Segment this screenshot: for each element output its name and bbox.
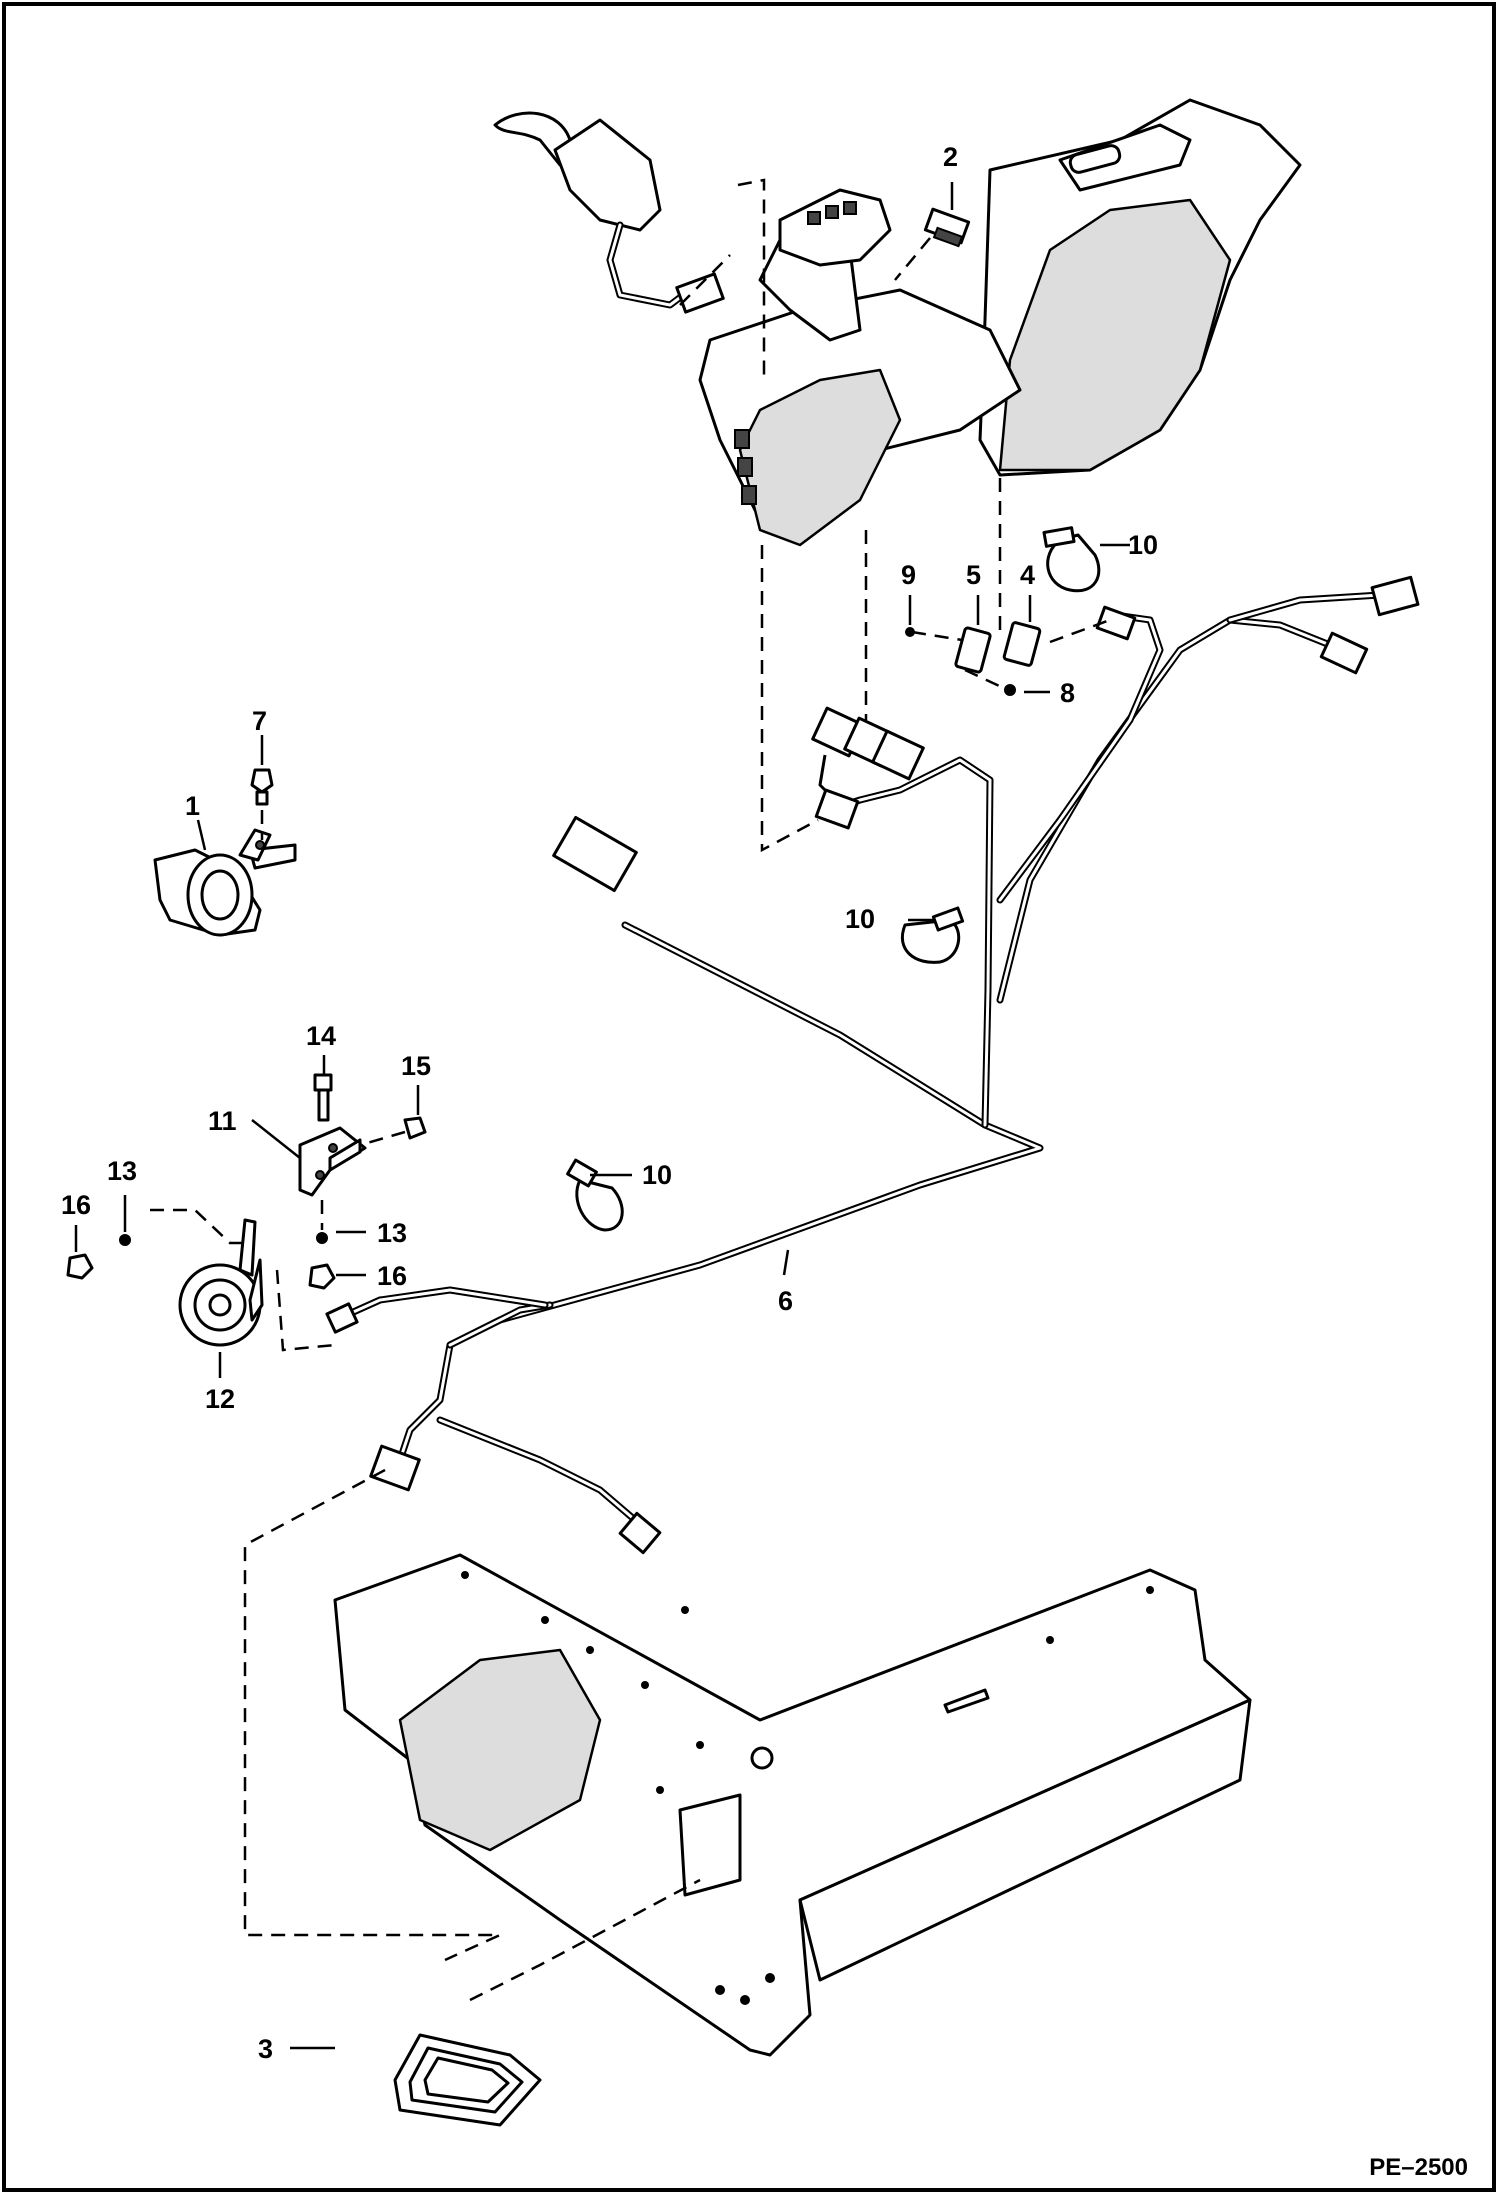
callout-14: 14	[306, 1021, 336, 1051]
horn-12	[178, 1218, 264, 1347]
screw-14	[313, 1073, 333, 1122]
switch-4	[1002, 621, 1042, 667]
control-console	[698, 98, 1302, 547]
callout-13-left: 13	[107, 1156, 137, 1186]
callout-11: 11	[208, 1106, 237, 1136]
callout-16-right: 16	[377, 1261, 407, 1291]
washer-13-right	[316, 1232, 328, 1244]
nut-9	[905, 627, 915, 637]
callout-leaders	[74, 182, 1130, 2050]
callout-1: 1	[185, 791, 200, 821]
drawing-code: PE–2500	[1369, 2154, 1468, 2181]
cable-tie-10-mid	[901, 906, 965, 964]
leader-13-16	[150, 1208, 245, 1245]
callout-15: 15	[401, 1051, 431, 1081]
callout-2: 2	[943, 142, 958, 172]
screw-15	[403, 1116, 427, 1140]
callout-10-mid: 10	[845, 904, 875, 934]
nut-16-left	[66, 1253, 94, 1280]
callout-12: 12	[205, 1384, 235, 1414]
nut-8	[1004, 684, 1016, 696]
horn-1	[153, 828, 297, 937]
leader-horn-conn	[275, 1269, 336, 1352]
switch-2	[923, 207, 971, 248]
callout-16-left: 16	[61, 1190, 91, 1220]
callout-4: 4	[1020, 560, 1035, 590]
dashed-leaders	[243, 178, 1111, 2002]
callout-7: 7	[252, 706, 267, 736]
cable-tie-10-low	[566, 1158, 624, 1232]
screw-7	[250, 768, 274, 806]
callout-9: 9	[901, 560, 916, 590]
grommet-3	[393, 2033, 542, 2127]
joystick-cable	[493, 111, 725, 314]
bracket-11	[298, 1126, 367, 1197]
callout-3: 3	[258, 2034, 273, 2064]
wiring-harness	[325, 575, 1420, 1555]
callout-13-right: 13	[377, 1218, 407, 1248]
callout-10-top: 10	[1128, 530, 1158, 560]
callout-8: 8	[1060, 678, 1075, 708]
callout-6: 6	[778, 1286, 793, 1316]
leader-15	[359, 1130, 406, 1147]
washer-13-left	[119, 1234, 131, 1246]
callout-10-low: 10	[642, 1160, 672, 1190]
nut-16-right	[308, 1263, 336, 1290]
cable-tie-10-top	[1042, 526, 1101, 593]
switch-5	[954, 626, 992, 674]
callout-5: 5	[966, 560, 981, 590]
upper-frame	[333, 1553, 1252, 2057]
